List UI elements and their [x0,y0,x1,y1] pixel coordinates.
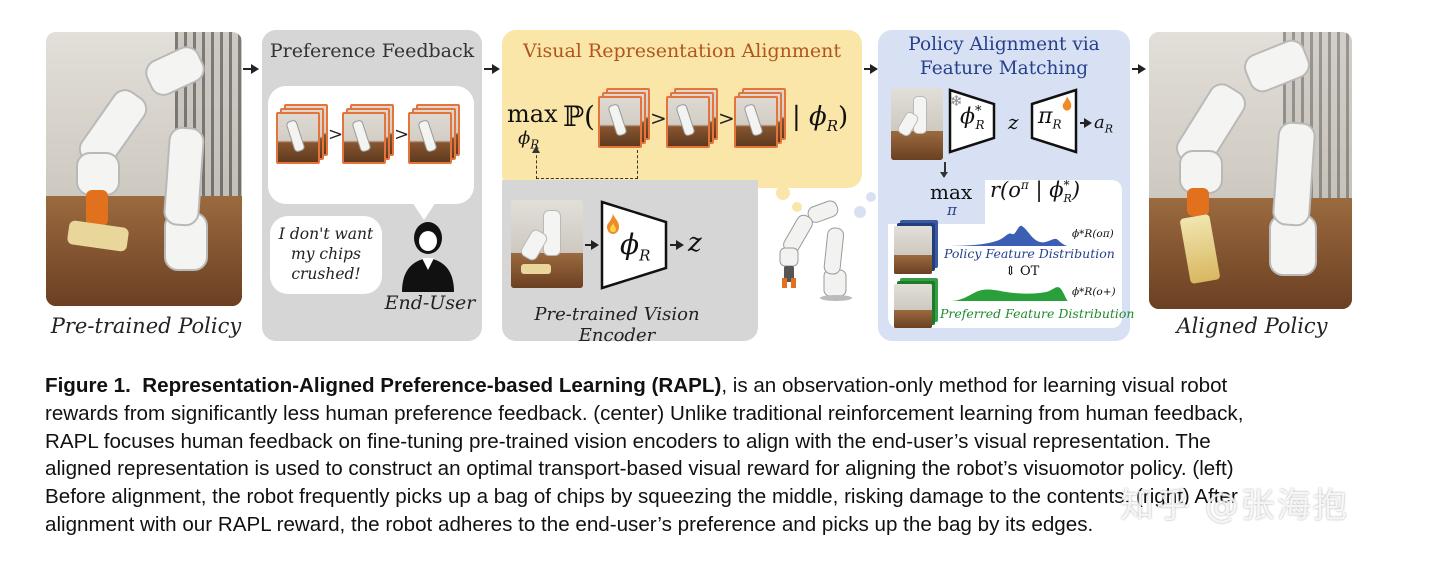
preference-feedback-title: Preference Feedback [262,40,482,62]
policy-distribution-label: Policy Feature Distribution [944,246,1115,261]
frames-bubble: > > [268,86,474,204]
flow-arrow [484,68,498,70]
reward-expression: r(oπ | ϕ*R) [990,178,1080,205]
encoder-symbol: ϕR [620,228,650,265]
preferred-distribution-curve [952,282,1068,302]
watermark: 知乎 @张海抱 [1120,478,1349,527]
encoder-label: Pre-trained Vision Encoder [504,304,730,346]
preferred-distribution-label: Preferred Feature Distribution [940,306,1134,321]
caption-line: Figure 1. Representation-Aligned Prefere… [45,372,1395,400]
objective-condition: | ϕR) [792,102,848,135]
preferred-frame-stack [894,284,932,328]
frozen-encoder-symbol: ϕ*R [960,104,985,132]
encoder-input-frame [511,200,583,288]
objective-probability: ℙ( [563,100,595,133]
pretrained-policy-photo [46,32,242,306]
greater-than: > [718,106,735,130]
caption-title: Representation-Aligned Preference-based … [142,374,721,397]
greater-than: > [394,124,409,145]
pretrained-policy-label: Pre-trained Policy [46,314,246,338]
caption-label: Figure 1. [45,374,131,397]
phi-symbol: ϕ [518,128,530,149]
flame-icon [606,214,620,234]
end-user-label: End-User [382,292,478,314]
down-arrowhead [940,172,948,178]
flow-arrow [585,244,597,246]
latent-z: z [688,228,702,258]
policy-input-frame [891,88,943,160]
speech-bubble: I don't want my chips crushed! [270,216,382,294]
flow-arrow [243,68,257,70]
caption-line: rewards from significantly less human pr… [45,400,1395,428]
robot-arm-icon [772,198,858,302]
greater-than: > [650,106,667,130]
preferred-distribution-tag: ϕ*R(o+) [1072,286,1116,298]
flow-arrow [670,244,682,246]
policy-distribution-tag: ϕ*R(oπ) [1072,228,1114,240]
representation-alignment-title: Visual Representation Alignment [502,40,862,62]
policy-frame-stack [894,226,932,274]
policy-max-sub: π [947,201,957,219]
flow-arrow [864,68,876,70]
speech-text: I don't want my chips crushed! [276,224,376,284]
policy-symbol: πR [1038,104,1062,131]
flow-arrow [1080,122,1090,124]
objective-max: max [507,100,558,128]
flow-arrow [1132,68,1144,70]
policy-alignment-title-line1: Policy Alignment via [878,34,1130,55]
preference-feedback-panel: Preference Feedback > > I don't want my … [262,30,482,341]
ot-label: ⇕ OT [1005,264,1039,279]
dashed-path [536,150,638,179]
aligned-policy-label: Aligned Policy [1149,314,1355,338]
thought-dot [866,192,876,202]
policy-distribution-curve [944,222,1068,248]
action-symbol: aR [1094,112,1113,136]
caption-line: RAPL focuses human feedback on fine-tuni… [45,428,1395,456]
flame-icon [1062,96,1072,111]
greater-than: > [328,124,343,145]
policy-alignment-title-line2: Feature Matching [878,58,1130,79]
policy-latent-z: z [1008,110,1019,134]
user-icon [396,218,460,292]
dashed-arrowhead [532,146,540,153]
aligned-policy-photo [1149,32,1352,309]
